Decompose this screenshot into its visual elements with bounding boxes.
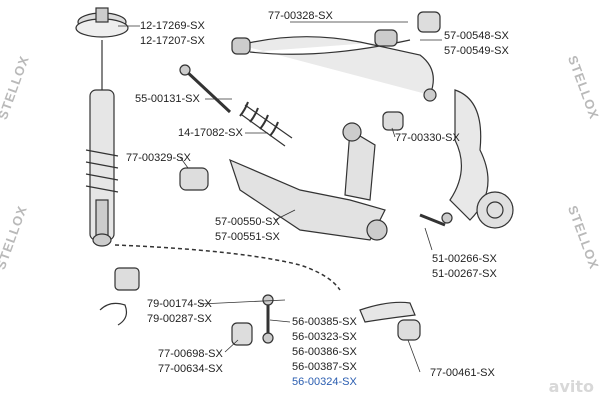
lower-rear-arm: [359, 301, 421, 341]
steering-knuckle: [449, 89, 514, 229]
label-12-17269: 12-17269-SX: [140, 20, 205, 32]
label-51-00267: 51-00267-SX: [432, 268, 497, 280]
lower-control-arm: [229, 122, 388, 241]
label-55-00131: 55-00131-SX: [135, 93, 200, 105]
bushing-698: [231, 322, 253, 346]
label-77-00329: 77-00329-SX: [126, 152, 191, 164]
label-57-00548: 57-00548-SX: [444, 30, 509, 42]
avito-logo: avito: [548, 377, 594, 396]
bushing-330: [382, 111, 404, 131]
label-77-00698: 77-00698-SX: [158, 348, 223, 360]
label-57-00550: 57-00550-SX: [215, 216, 280, 228]
label-51-00266: 51-00266-SX: [432, 253, 497, 265]
tie-rod-end: [419, 212, 453, 227]
label-77-00328: 77-00328-SX: [268, 10, 333, 22]
stabilizer-bar: [99, 244, 341, 326]
label-56-00323: 56-00323-SX: [292, 331, 357, 343]
label-14-17082: 14-17082-SX: [178, 127, 243, 139]
shock-absorber: [89, 40, 115, 247]
label-79-00287: 79-00287-SX: [147, 313, 212, 325]
bushing-upper: [417, 11, 441, 33]
label-77-00461: 77-00461-SX: [430, 367, 495, 379]
strut-top-mount: [75, 7, 129, 38]
label-12-17207: 12-17207-SX: [140, 35, 205, 47]
tie-rod: [179, 64, 232, 114]
label-77-00634: 77-00634-SX: [158, 363, 223, 375]
label-56-00386: 56-00386-SX: [292, 346, 357, 358]
label-79-00174: 79-00174-SX: [147, 298, 212, 310]
label-57-00551: 57-00551-SX: [215, 231, 280, 243]
upper-control-arm: [231, 29, 437, 102]
label-56-00324: 56-00324-SX: [292, 376, 357, 388]
coil-spring: [85, 149, 119, 193]
stabilizer-link: [262, 294, 274, 344]
bushing-329: [179, 167, 209, 191]
steering-boot: [239, 101, 293, 147]
label-56-00385: 56-00385-SX: [292, 316, 357, 328]
label-57-00549: 57-00549-SX: [444, 45, 509, 57]
label-56-00387: 56-00387-SX: [292, 361, 357, 373]
label-77-00330: 77-00330-SX: [395, 132, 460, 144]
